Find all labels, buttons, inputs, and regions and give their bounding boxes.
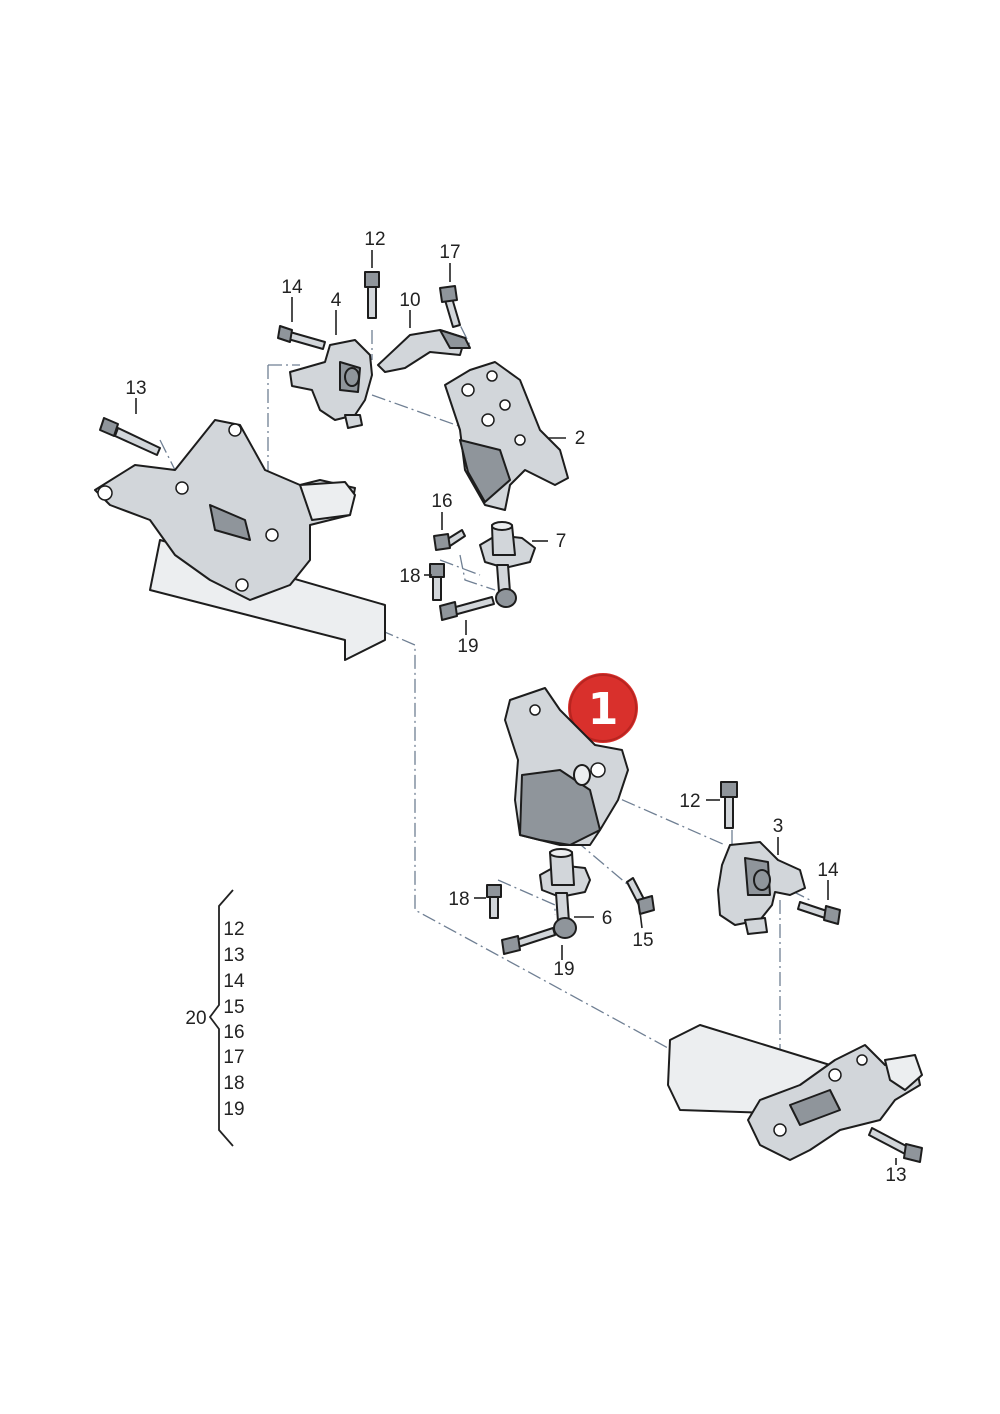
bolt-13-lower bbox=[868, 1127, 923, 1163]
pendulum-mount-7 bbox=[479, 521, 536, 608]
bolt-19-upper bbox=[439, 596, 495, 621]
kit-item-label: 13 bbox=[223, 945, 244, 966]
pendulum-mount-6 bbox=[539, 848, 591, 939]
label-7-upper: 7 bbox=[556, 531, 567, 552]
subframe-upper-left bbox=[94, 419, 386, 661]
label-15-lower: 15 bbox=[632, 930, 653, 951]
leader-lines bbox=[135, 250, 897, 1165]
label-16-upper: 16 bbox=[431, 491, 452, 512]
label-14-lower: 14 bbox=[817, 860, 839, 881]
callout-badge-number: 1 bbox=[588, 684, 619, 735]
label-12-lower: 12 bbox=[679, 791, 700, 812]
label-18-lower: 18 bbox=[448, 889, 469, 910]
bolt-12-lower bbox=[720, 781, 738, 829]
callout-badge bbox=[568, 673, 638, 743]
bolt-18-lower bbox=[486, 884, 502, 919]
bolt-14-upper bbox=[277, 325, 326, 350]
label-12-upper: 12 bbox=[364, 229, 385, 250]
label-19-upper: 19 bbox=[457, 636, 478, 657]
kit-item-label: 16 bbox=[223, 1022, 244, 1043]
kit-item-label: 19 bbox=[223, 1099, 244, 1120]
bolt-16-upper bbox=[433, 529, 466, 551]
label-18-upper: 18 bbox=[399, 566, 420, 587]
engine-mount-4 bbox=[289, 339, 373, 429]
kit-item-label: 18 bbox=[223, 1073, 244, 1094]
bolt-19-lower bbox=[501, 927, 556, 955]
label-14-upper: 14 bbox=[281, 277, 303, 298]
bolt-15-lower bbox=[626, 877, 655, 915]
part-labels: 12 17 14 4 10 13 2 16 7 18 19 12 3 14 18… bbox=[125, 229, 906, 1186]
bolt-18-upper bbox=[429, 563, 445, 601]
bolt-17-upper bbox=[439, 285, 461, 328]
label-10-upper: 10 bbox=[399, 290, 420, 311]
kit-item-label: 14 bbox=[223, 971, 245, 992]
label-2-upper: 2 bbox=[575, 428, 586, 449]
label-13-upper: 13 bbox=[125, 378, 146, 399]
bolt-12-upper bbox=[364, 271, 380, 319]
label-3-lower: 3 bbox=[773, 816, 784, 837]
kit-item-label: 17 bbox=[223, 1047, 244, 1068]
label-13-lower: 13 bbox=[885, 1165, 906, 1186]
bolt-14-lower bbox=[797, 901, 841, 925]
label-6-lower: 6 bbox=[602, 908, 613, 929]
label-17-upper: 17 bbox=[439, 242, 460, 263]
kit-bracket bbox=[208, 889, 234, 1147]
kit-item-label: 15 bbox=[223, 997, 244, 1018]
engine-mount-3 bbox=[717, 841, 806, 935]
bracket-2 bbox=[444, 361, 569, 511]
subframe-lower-right bbox=[667, 1024, 923, 1161]
label-19-lower: 19 bbox=[553, 959, 574, 980]
kit-number-label: 20 bbox=[185, 1008, 206, 1029]
bracket-10 bbox=[377, 329, 471, 373]
label-4-upper: 4 bbox=[331, 290, 342, 311]
kit-item-label: 12 bbox=[223, 919, 244, 940]
bracket-1 bbox=[504, 687, 629, 846]
bolt-13-upper bbox=[99, 417, 161, 456]
